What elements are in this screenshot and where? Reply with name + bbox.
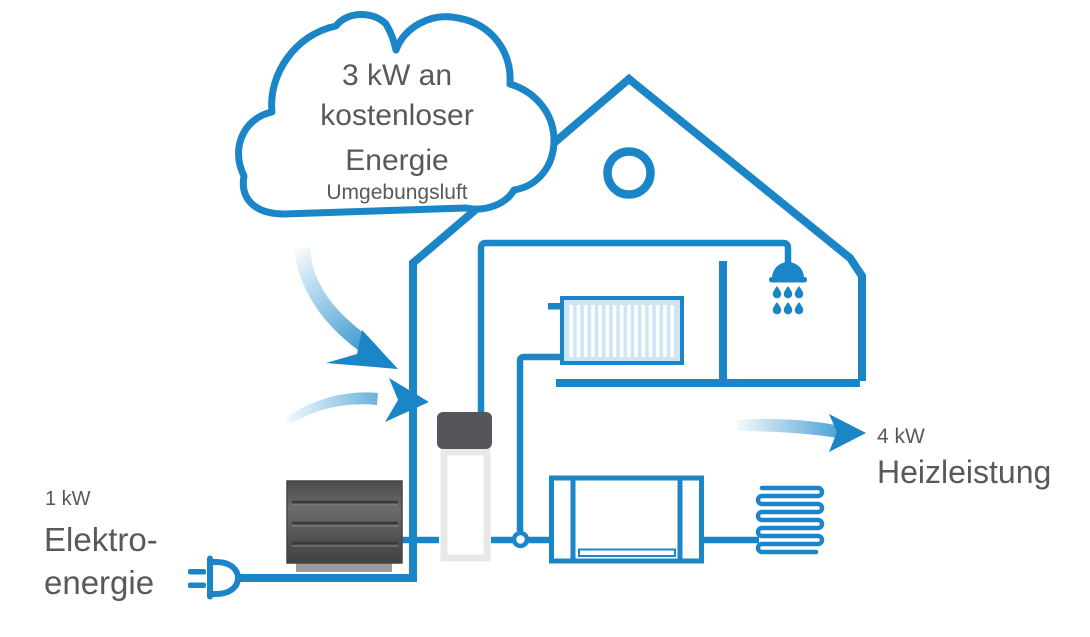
heat-pump-outdoor-unit — [286, 480, 403, 572]
airflow-arrow-lower — [284, 378, 429, 424]
hot-water-pipe — [477, 239, 792, 418]
shower-head-icon — [769, 262, 807, 315]
tank-top — [437, 412, 492, 449]
hot-water-tank — [437, 412, 492, 562]
cloud-label-line2: kostenloser — [320, 99, 473, 132]
radiator-icon — [548, 296, 684, 365]
airflow-arrow-upper — [294, 247, 398, 369]
cloud-label: 3 kW an kostenloser Energie Umgebungsluf… — [320, 59, 473, 204]
house-wall-roof-line — [237, 73, 866, 582]
cloud-label-line1: 3 kW an — [342, 59, 452, 92]
electric-input-line2: energie — [44, 564, 154, 601]
ambient-air-cloud-icon — [235, 11, 558, 218]
electric-input-line1: Elektro- — [44, 521, 158, 558]
floor-heating-coil-icon — [755, 485, 825, 555]
heating-circuit-pipe — [402, 530, 759, 549]
indoor-heating-unit — [549, 475, 704, 564]
heat-output-text: Heizleistung — [877, 454, 1051, 490]
electric-input-value: 1 kW — [45, 488, 91, 510]
power-plug-icon — [188, 555, 242, 600]
heat-output-value: 4 kW — [877, 425, 925, 448]
pipe-junction-valve — [511, 530, 530, 549]
house-outline — [237, 73, 866, 582]
cloud-label-line3: Energie — [345, 144, 448, 177]
electric-input-label: 1 kW Elektro- energie — [44, 488, 158, 601]
radiator-return-pipe — [516, 353, 563, 531]
cloud-sublabel: Umgebungsluft — [326, 181, 467, 204]
heat-output-arrow — [737, 414, 866, 452]
tank-body — [440, 448, 491, 562]
heat-output-label: 4 kW Heizleistung — [877, 425, 1051, 490]
round-gable-window-icon — [603, 147, 655, 199]
